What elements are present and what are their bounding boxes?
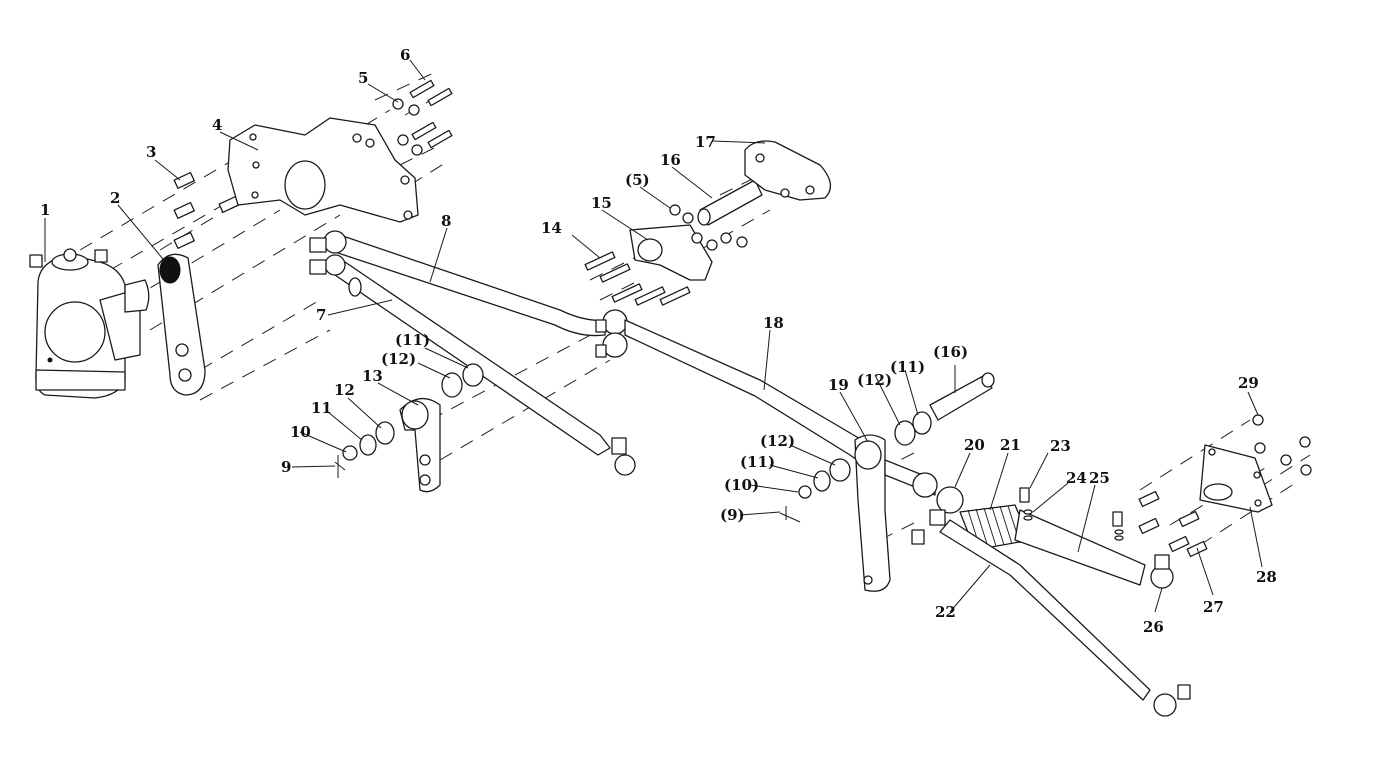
callout-9: 9 (281, 458, 291, 476)
part-12c-bushing[interactable] (894, 420, 916, 446)
callout-17: 17 (695, 133, 716, 151)
part-11c-washer[interactable] (912, 411, 932, 435)
callout-labels: 1 2 3 4 5 6 7 8 9 10 11 12 13 (11) (12) … (40, 46, 1277, 636)
callout-22: 22 (935, 603, 956, 621)
part-11-washer[interactable] (359, 434, 377, 456)
part-26-ball-joint[interactable] (1150, 554, 1174, 589)
callout-15: 15 (591, 194, 612, 212)
callout-23: 23 (1050, 437, 1071, 455)
callout-20: 20 (964, 436, 985, 454)
callout-24: 24 (1066, 469, 1087, 487)
callout-10-ref: (10) (724, 476, 759, 494)
callout-6: 6 (400, 46, 410, 64)
callout-12-ref-c: (12) (760, 432, 795, 450)
callout-3: 3 (146, 143, 156, 161)
callout-11-ref-a: (11) (395, 331, 430, 349)
callout-5: 5 (358, 69, 368, 87)
callout-25: 25 (1089, 469, 1110, 487)
part-4-gear-bracket[interactable] (227, 117, 419, 223)
part-11b-washer[interactable] (462, 363, 484, 387)
part-16-pin[interactable] (697, 179, 763, 226)
callout-10: 10 (290, 423, 311, 441)
part-9b-cotter-pin[interactable] (779, 506, 801, 523)
callout-11: 11 (311, 399, 332, 417)
part-8-drag-link[interactable] (309, 230, 606, 337)
callout-16-ref: (16) (933, 343, 968, 361)
callout-1: 1 (40, 201, 50, 219)
part-10b-castle-nut[interactable] (798, 485, 812, 499)
callout-26: 26 (1143, 618, 1164, 636)
callout-14: 14 (541, 219, 562, 237)
callout-4: 4 (212, 116, 222, 134)
callout-27: 27 (1203, 598, 1224, 616)
part-12b-bushing[interactable] (441, 372, 463, 398)
callout-16: 16 (660, 151, 681, 169)
part-24-o-rings[interactable] (1023, 509, 1124, 541)
part-25-cylinder[interactable] (1014, 509, 1146, 586)
part-7-tie-rod[interactable] (309, 254, 636, 476)
part-14-bolts[interactable] (584, 251, 691, 306)
part-16b-pin[interactable] (929, 372, 995, 421)
callout-7: 7 (316, 306, 326, 324)
part-3-bolts[interactable] (173, 171, 240, 249)
part-22-tie-rod[interactable] (939, 519, 1191, 717)
callout-2: 2 (110, 189, 120, 207)
callout-12: 12 (334, 381, 355, 399)
callout-21: 21 (1000, 436, 1021, 454)
callout-11-ref-c: (11) (740, 453, 775, 471)
callout-9-ref: (9) (720, 506, 745, 524)
part-10-castle-nut[interactable] (342, 445, 358, 461)
callout-8: 8 (441, 212, 451, 230)
part-28-bracket[interactable] (1199, 444, 1273, 513)
leader-lines (44, 59, 1263, 613)
callout-29: 29 (1238, 374, 1259, 392)
part-1-steering-gear[interactable] (29, 248, 150, 399)
part-6-bolts[interactable] (409, 79, 453, 149)
callout-18: 18 (763, 314, 784, 332)
part-9-cotter-pin[interactable] (334, 455, 346, 478)
callout-28: 28 (1256, 568, 1277, 586)
callout-13: 13 (362, 367, 383, 385)
part-5b-nuts[interactable] (669, 204, 748, 251)
callout-12-ref-a: (12) (381, 350, 416, 368)
part-5-nuts[interactable] (392, 98, 423, 156)
part-27-bolts[interactable] (1138, 490, 1208, 558)
part-29-nuts[interactable] (1252, 414, 1312, 476)
callout-5-ref: (5) (625, 171, 650, 189)
callout-19: 19 (828, 376, 849, 394)
callout-11-ref-b: (11) (890, 358, 925, 376)
callout-12-ref-b: (12) (857, 371, 892, 389)
center-ball-joints (595, 309, 628, 358)
part-20-ball-joint[interactable] (911, 486, 964, 545)
part-19-relay-arm[interactable] (854, 434, 938, 592)
part-2-pitman-arm[interactable] (157, 253, 206, 396)
part-11d-washer[interactable] (813, 470, 831, 492)
part-23-grease-fitting[interactable] (1019, 487, 1123, 527)
part-12d-bushing[interactable] (829, 458, 851, 482)
part-13-idler-arm[interactable] (399, 398, 441, 493)
